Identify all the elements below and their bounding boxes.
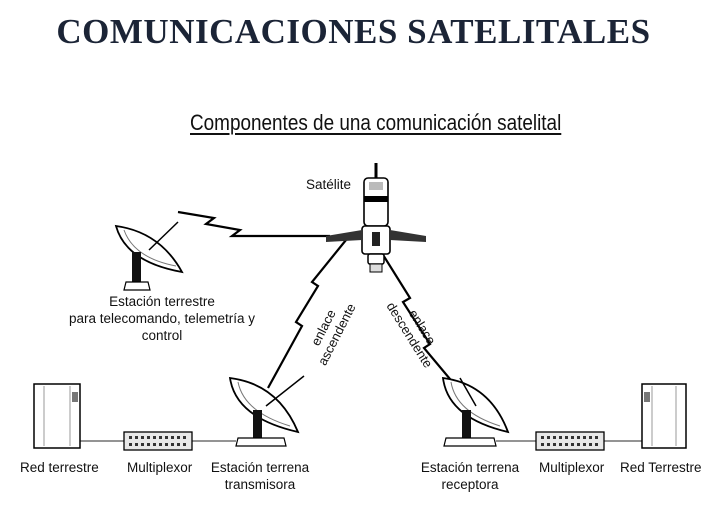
transmitting-station-dish-icon <box>228 375 305 447</box>
rx-station-label-line1: Estación terrena <box>420 460 520 475</box>
control-link <box>177 210 330 238</box>
left-network-cabinet-icon <box>33 383 81 449</box>
control-station-label: Estación terrestre para telecomando, tel… <box>52 293 272 344</box>
receiving-station-dish-icon <box>441 376 510 447</box>
tx-station-label: Estación terrena transmisora <box>200 459 320 493</box>
right-multiplexer-icon <box>535 431 605 451</box>
control-station-label-line1: Estación terrestre <box>109 294 215 309</box>
left-network-label: Red terrestre <box>20 460 99 475</box>
tx-station-label-line2: transmisora <box>224 477 296 492</box>
uplink-signal <box>267 239 347 389</box>
right-multiplexer-label: Multiplexor <box>539 460 605 475</box>
control-station-label-line2: para telecomando, telemetría y <box>68 311 256 326</box>
right-network-cabinet-icon <box>641 383 687 449</box>
downlink-signal <box>379 249 456 386</box>
satellite-icon <box>326 163 426 273</box>
control-station-label-line3: control <box>141 328 183 343</box>
control-station-dish-icon <box>114 221 184 291</box>
slide-title: COMUNICACIONES SATELITALES <box>56 12 651 51</box>
signal-links <box>177 210 456 389</box>
tx-station-label-line1: Estación terrena <box>210 460 310 475</box>
diagram-title: Componentes de una comunicación satelita… <box>190 110 562 135</box>
right-network-label: Red Terrestre <box>620 460 702 475</box>
satellite-label: Satélite <box>306 177 352 192</box>
left-multiplexer-label: Multiplexor <box>127 460 193 475</box>
rx-station-label: Estación terrena receptora <box>410 459 530 493</box>
left-multiplexer-icon <box>123 431 193 451</box>
rx-station-label-line2: receptora <box>441 477 499 492</box>
